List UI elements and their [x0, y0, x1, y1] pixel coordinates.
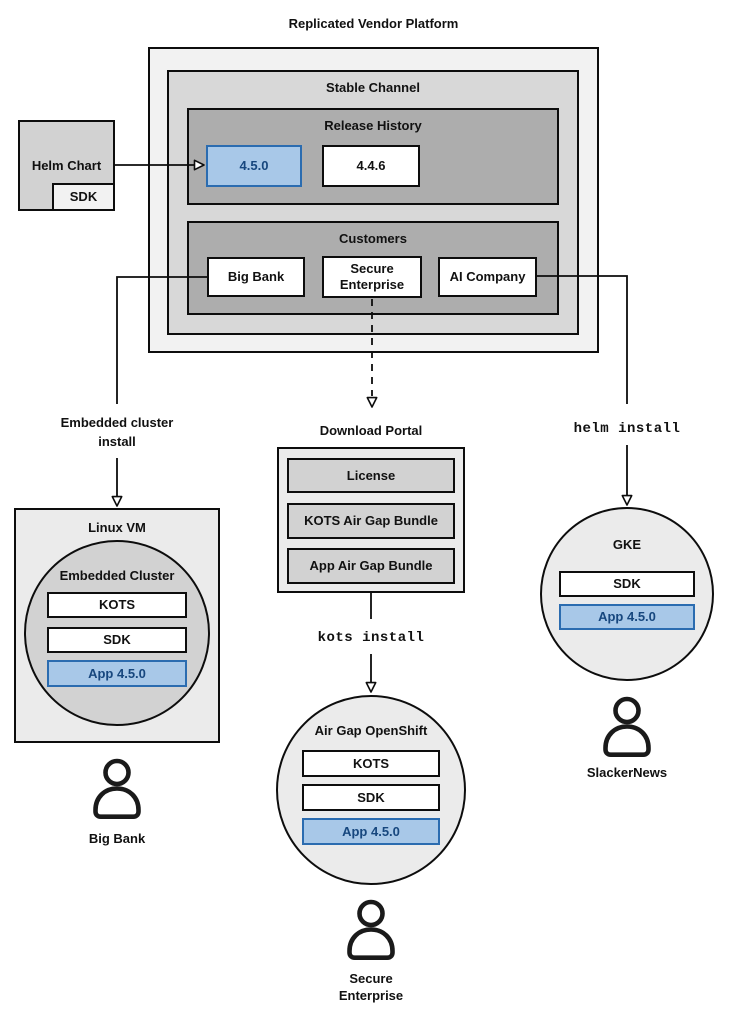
diagram-title: Replicated Vendor Platform: [288, 16, 459, 31]
embedded-cluster-label: Embedded Cluster: [59, 568, 175, 583]
embedded-install-label-line2: install: [98, 434, 136, 449]
slackernews-persona-label: SlackerNews: [586, 765, 668, 780]
embedded-kots-box: KOTS: [47, 592, 187, 618]
helm-chart-sdk-box: SDK: [52, 183, 115, 211]
kots-airgap-bundle-box: KOTS Air Gap Bundle: [287, 503, 455, 539]
kots-install-command: kots install: [317, 630, 425, 646]
embedded-install-label-line1: Embedded cluster: [60, 415, 174, 430]
license-box: License: [287, 458, 455, 493]
big-bank-arrowhead-icon: [111, 495, 123, 507]
customer-ai-company: AI Company: [438, 257, 537, 297]
big-bank-person-icon: [96, 761, 139, 817]
big-bank-persona-label: Big Bank: [88, 831, 146, 846]
openshift-sdk-box: SDK: [302, 784, 440, 811]
gke-label: GKE: [612, 537, 642, 552]
helm-install-command: helm install: [573, 421, 681, 437]
embedded-sdk-box: SDK: [47, 627, 187, 653]
secure-enterprise-persona-line1: Secure: [349, 971, 393, 986]
release-4-5-0: 4.5.0: [206, 145, 302, 187]
release-4-4-6: 4.4.6: [322, 145, 420, 187]
openshift-app-box: App 4.5.0: [302, 818, 440, 845]
kots-install-arrowhead-icon: [365, 681, 377, 693]
download-portal-label: Download Portal: [319, 423, 423, 438]
ai-company-arrowhead-icon: [621, 494, 633, 506]
customer-secure-enterprise: Secure Enterprise: [322, 256, 422, 298]
secure-enterprise-persona-line2: Enterprise: [338, 988, 404, 1003]
embedded-app-box: App 4.5.0: [47, 660, 187, 687]
airgap-openshift-label: Air Gap OpenShift: [314, 723, 428, 738]
gke-app-box: App 4.5.0: [559, 604, 695, 630]
app-airgap-bundle-box: App Air Gap Bundle: [287, 548, 455, 584]
slackernews-person-icon: [606, 699, 649, 755]
openshift-kots-box: KOTS: [302, 750, 440, 777]
secure-enterprise-arrowhead-icon: [366, 396, 378, 408]
gke-sdk-box: SDK: [559, 571, 695, 597]
customer-big-bank: Big Bank: [207, 257, 305, 297]
secure-enterprise-person-icon: [350, 902, 393, 958]
